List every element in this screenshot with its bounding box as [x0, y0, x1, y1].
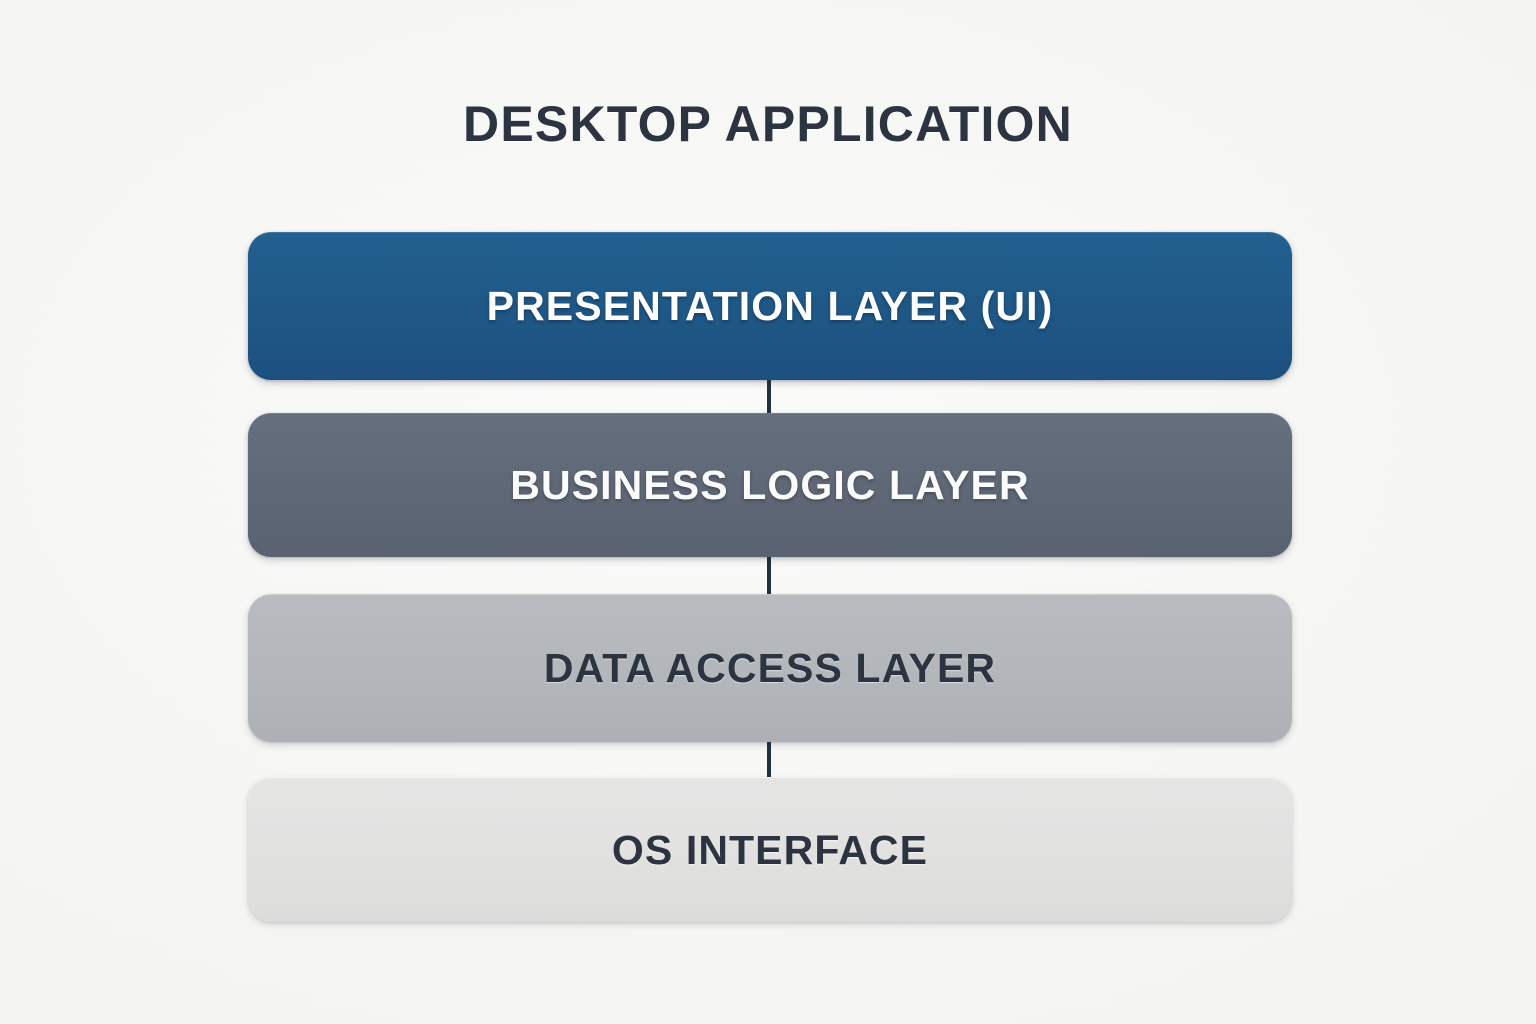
connector-line-presentation-to-business — [767, 374, 771, 419]
connector-line-business-to-data-access — [767, 551, 771, 600]
connector-gap — [248, 551, 1292, 600]
layer-row: DATA ACCESS LAYER — [248, 594, 1292, 742]
connector-line-data-access-to-os — [767, 736, 771, 783]
layer-box-business-logic[interactable]: BUSINESS LOGIC LAYER — [248, 413, 1292, 557]
layer-label-business-logic: BUSINESS LOGIC LAYER — [510, 462, 1030, 508]
layer-row: OS INTERFACE — [248, 777, 1292, 922]
layer-label-data-access: DATA ACCESS LAYER — [543, 645, 997, 691]
connector-gap — [248, 374, 1292, 419]
layer-stack: PRESENTATION LAYER (UI) BUSINESS LOGIC L… — [248, 232, 1292, 922]
layer-box-os-interface[interactable]: OS INTERFACE — [248, 777, 1292, 922]
layer-box-data-access[interactable]: DATA ACCESS LAYER — [248, 594, 1292, 742]
layer-box-presentation[interactable]: PRESENTATION LAYER (UI) — [248, 232, 1292, 380]
layer-row: PRESENTATION LAYER (UI) — [248, 232, 1292, 380]
layer-label-os-interface: OS INTERFACE — [611, 826, 929, 873]
page-title: DESKTOP APPLICATION — [463, 96, 1073, 152]
layer-row: BUSINESS LOGIC LAYER — [248, 413, 1292, 557]
connector-gap — [248, 736, 1292, 783]
layer-label-presentation: PRESENTATION LAYER (UI) — [486, 283, 1054, 329]
